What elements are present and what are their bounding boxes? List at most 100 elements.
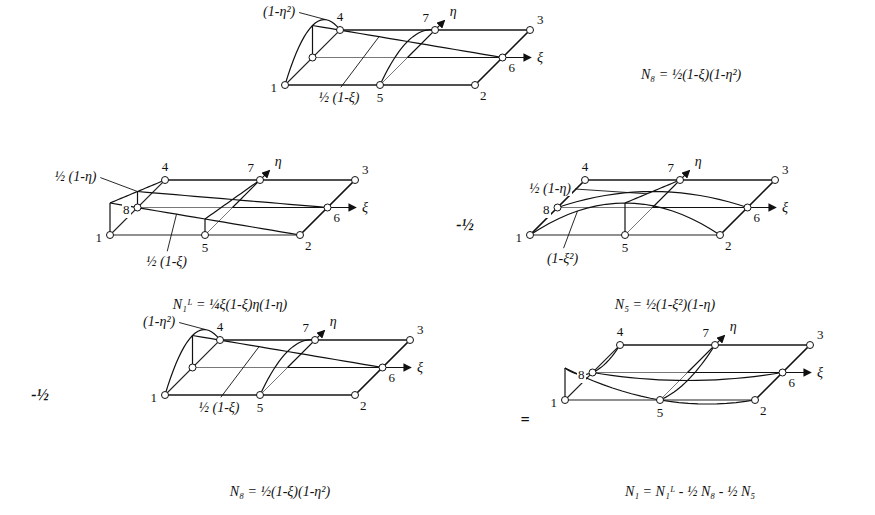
- node-number: 8: [542, 203, 551, 217]
- element-node: [527, 232, 534, 239]
- element-node: [657, 397, 664, 404]
- axis-label: η: [449, 4, 458, 19]
- element-node: [472, 82, 479, 89]
- node-number: 5: [621, 241, 630, 255]
- axis-label: ξ: [781, 200, 789, 215]
- node-number: 7: [247, 161, 256, 175]
- node-number: 1: [550, 396, 559, 410]
- element-node: [134, 204, 141, 211]
- node-number: 1: [270, 81, 279, 95]
- element-node: [107, 232, 114, 239]
- node-number: 4: [161, 160, 170, 174]
- axis-label: ξ: [816, 365, 824, 380]
- leader-line: [575, 189, 647, 194]
- axis-label: ξ: [416, 360, 424, 375]
- axis-label: η: [329, 314, 338, 329]
- factor-annotation: (1-η²): [142, 314, 176, 329]
- leader-line: [100, 178, 137, 192]
- factor-annotation: ½ (1-ξ): [145, 254, 188, 269]
- element-node: [772, 177, 779, 184]
- node-number: 3: [361, 163, 370, 177]
- node-number: 7: [422, 11, 431, 25]
- node-number: 3: [781, 163, 790, 177]
- element-figure: [562, 335, 814, 404]
- formula-text: N₁ = N₁ᴸ - ½ N₈ - ½ N₅: [624, 484, 756, 499]
- formula-text: N₁ᴸ = ¼ξ(1-ξ)η(1-η): [172, 297, 289, 312]
- element-node: [282, 82, 289, 89]
- node-number: 5: [201, 241, 210, 255]
- coordinate-axis: [233, 207, 357, 208]
- node-number: 1: [515, 231, 524, 245]
- shape-function-surface: [565, 368, 755, 404]
- element-node: [582, 177, 589, 184]
- nodal-ordinate: [109, 203, 110, 235]
- node-number: 2: [304, 239, 313, 253]
- element-node: [202, 232, 209, 239]
- element-node: [589, 369, 596, 376]
- element-node: [312, 337, 319, 344]
- formula-text: -½: [30, 386, 49, 404]
- node-number: 1: [95, 231, 104, 245]
- leader-line: [167, 214, 176, 251]
- coordinate-axis: [688, 335, 725, 372]
- node-number: 5: [656, 406, 665, 420]
- node-number: 7: [667, 161, 676, 175]
- element-node: [717, 232, 724, 239]
- element-node: [744, 204, 751, 211]
- nodal-ordinate: [624, 203, 625, 235]
- node-number: 2: [759, 404, 768, 418]
- node-number: 1: [150, 391, 159, 405]
- formula-text: -½: [455, 216, 474, 234]
- element-node: [162, 392, 169, 399]
- leader-line: [341, 37, 379, 88]
- element-node: [622, 232, 629, 239]
- factor-annotation: ½ (1-η): [528, 181, 572, 196]
- coordinate-axis: [233, 170, 270, 207]
- element-node: [554, 204, 561, 211]
- element-node: [562, 397, 569, 404]
- axis-label: η: [274, 154, 283, 169]
- nodal-ordinate: [564, 368, 565, 400]
- element-node: [257, 177, 264, 184]
- node-number: 6: [333, 211, 342, 225]
- element-node: [309, 54, 316, 61]
- element-figure: [282, 20, 534, 89]
- node-number: 6: [508, 61, 517, 75]
- node-number: 5: [256, 401, 265, 415]
- element-figure: [107, 170, 359, 238]
- element-node: [257, 392, 264, 399]
- leader-line: [179, 323, 206, 330]
- formula-text: =: [519, 411, 530, 429]
- node-number: 3: [536, 13, 545, 27]
- element-node: [752, 397, 759, 404]
- element-figure: [162, 330, 414, 399]
- coordinate-axis: [688, 372, 812, 373]
- coordinate-axis: [653, 207, 777, 208]
- axis-label: η: [729, 319, 738, 334]
- node-number: 3: [816, 328, 825, 342]
- coordinate-axis: [408, 20, 445, 57]
- element-node: [807, 342, 814, 349]
- element-node: [779, 369, 786, 376]
- formula-text: N₈ = ½(1-ξ)(1-η²): [229, 484, 331, 499]
- shape-function-surface: [285, 20, 340, 85]
- node-number: 4: [336, 10, 345, 24]
- coordinate-axis: [288, 330, 325, 367]
- shape-function-surface: [205, 180, 260, 219]
- node-number: 5: [376, 91, 385, 105]
- formula-text: N₅ = ½(1-ξ²)(1-η): [614, 297, 716, 312]
- coordinate-axis: [653, 170, 690, 207]
- leader-line: [221, 347, 259, 398]
- node-number: 7: [702, 326, 711, 340]
- factor-annotation: ½ (1-ξ): [318, 90, 361, 105]
- node-number: 2: [724, 239, 733, 253]
- nodal-ordinate: [312, 26, 313, 58]
- axis-label: ξ: [536, 50, 544, 65]
- shape-function-surface: [593, 373, 783, 381]
- element-figure: [527, 170, 779, 238]
- leader-lines: [100, 13, 647, 398]
- element-node: [352, 177, 359, 184]
